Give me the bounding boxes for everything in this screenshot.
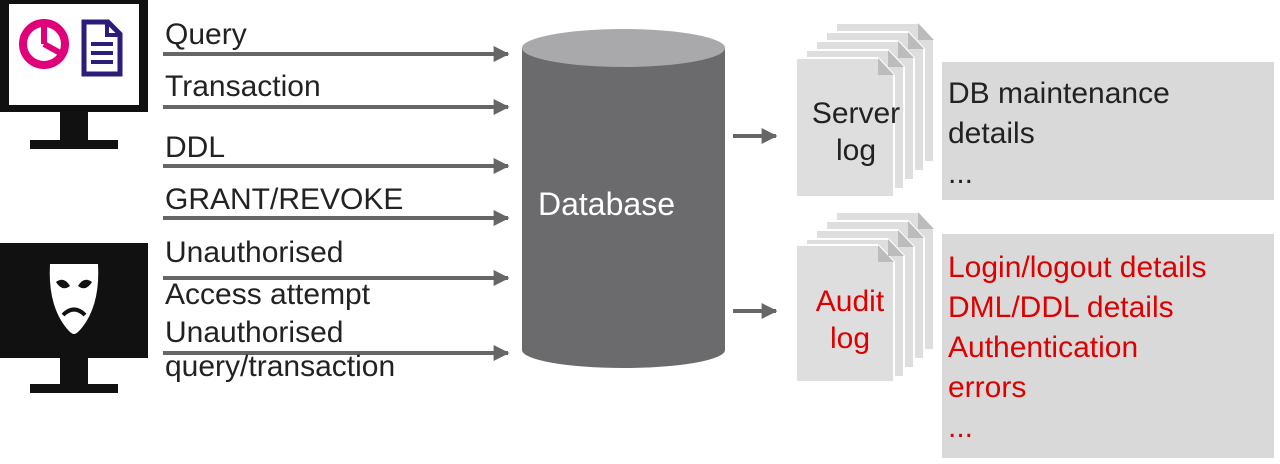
- audit-log-title-line-2: log: [829, 321, 871, 355]
- audit-detail-line-5: ...: [948, 411, 974, 444]
- flow-label-ddl: DDL: [165, 131, 226, 164]
- server-log-corners: [878, 23, 934, 75]
- server-detail-line-1: DB maintenance: [948, 77, 1170, 110]
- server-detail-line-2: details: [948, 117, 1035, 150]
- audit-log-stack: [795, 211, 935, 383]
- audit-detail-line-1: Login/logout details: [948, 251, 1207, 284]
- pie-chart-icon: [19, 19, 69, 69]
- database-label: Database: [538, 186, 675, 222]
- server-log-title-line-1: Server: [811, 97, 901, 130]
- flow-label-query: Query: [165, 18, 247, 51]
- server-log-title: Server log: [800, 96, 912, 169]
- server-log-title-line-2: log: [835, 133, 877, 167]
- mask-icon: [49, 264, 99, 334]
- flow-label-unauthorised-2: Unauthorised: [165, 316, 344, 349]
- user-monitor-icon: [0, 0, 148, 149]
- flow-label-query-transaction: query/transaction: [165, 350, 396, 383]
- server-log-details-box: DB maintenance details ...: [942, 62, 1274, 200]
- database-cylinder: [522, 29, 725, 368]
- attacker-monitor-icon: [0, 243, 148, 393]
- audit-log-corners: [878, 212, 934, 262]
- flow-label-transaction: Transaction: [165, 70, 321, 103]
- audit-log-details-box: Login/logout details DML/DDL details Aut…: [942, 234, 1274, 458]
- audit-log-title-line-1: Audit: [815, 285, 885, 318]
- flow-label-grant-revoke: GRANT/REVOKE: [165, 183, 404, 216]
- outgoing-arrows: [733, 128, 778, 319]
- server-detail-line-3: ...: [948, 157, 974, 190]
- flow-label-unauthorised-1: Unauthorised: [165, 236, 344, 269]
- audit-detail-line-2: DML/DDL details: [948, 291, 1174, 324]
- document-icon: [81, 19, 123, 77]
- audit-detail-line-3: Authentication: [948, 331, 1139, 364]
- audit-log-title: Audit log: [794, 284, 906, 357]
- flow-label-access-attempt: Access attempt: [165, 278, 371, 311]
- incoming-arrows: [163, 46, 510, 361]
- audit-detail-line-4: errors: [948, 371, 1027, 404]
